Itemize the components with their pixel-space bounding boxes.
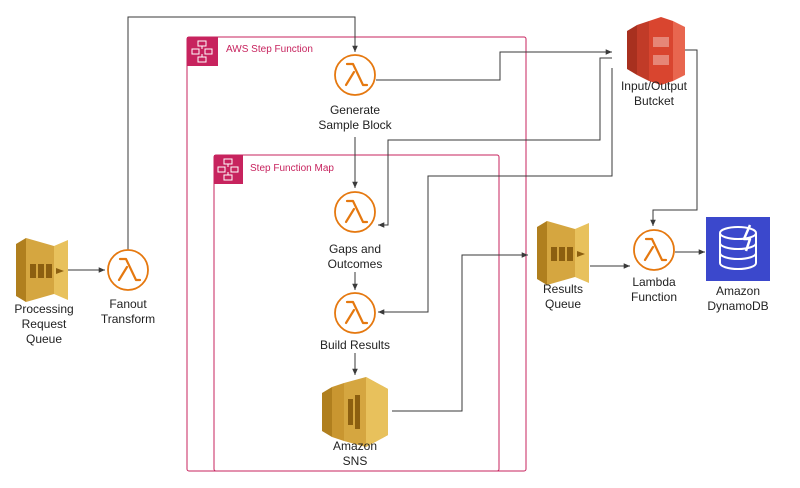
input-output-bucket-label: Input/Output Butcket xyxy=(620,79,688,108)
edge-sns-to-results-queue xyxy=(392,252,528,412)
sns-icon xyxy=(322,377,388,447)
s3-bucket-icon xyxy=(627,17,685,85)
lambda-icon xyxy=(333,291,377,335)
build-results-label: Build Results xyxy=(319,338,391,352)
step-function-group-label: AWS Step Function xyxy=(226,44,313,55)
generate-sample-block-label: Generate Sample Block xyxy=(318,103,392,132)
step-function-map-group-label: Step Function Map xyxy=(250,163,334,174)
edge-s3-to-build xyxy=(378,68,613,315)
lambda-icon xyxy=(333,53,377,97)
lambda-icon xyxy=(106,248,150,292)
sqs-queue-icon xyxy=(16,238,68,302)
lambda-function-label: Lambda Function xyxy=(630,275,678,304)
lambda-icon xyxy=(632,228,676,272)
edges xyxy=(67,16,705,412)
amazon-dynamodb-label: Amazon DynamoDB xyxy=(707,284,769,313)
step-function-group-icon xyxy=(187,37,218,66)
step-function-map-group xyxy=(213,154,500,472)
sqs-queue-icon xyxy=(537,221,589,285)
lambda-icon xyxy=(333,190,377,234)
dynamodb-icon xyxy=(706,217,770,281)
edge-fanout-to-generate xyxy=(127,16,358,250)
step-function-map-group-icon xyxy=(214,155,243,184)
amazon-sns-label: Amazon SNS xyxy=(332,439,378,468)
processing-queue-label: Processing Request Queue xyxy=(14,302,74,346)
gaps-and-outcomes-label: Gaps and Outcomes xyxy=(327,242,383,271)
edge-s3-to-gaps xyxy=(378,57,612,228)
edge-s3-to-lambda xyxy=(650,49,698,226)
fanout-transform-label: Fanout Transform xyxy=(100,297,156,326)
results-queue-label: Results Queue xyxy=(542,282,583,311)
edge-generate-to-s3 xyxy=(376,49,612,81)
